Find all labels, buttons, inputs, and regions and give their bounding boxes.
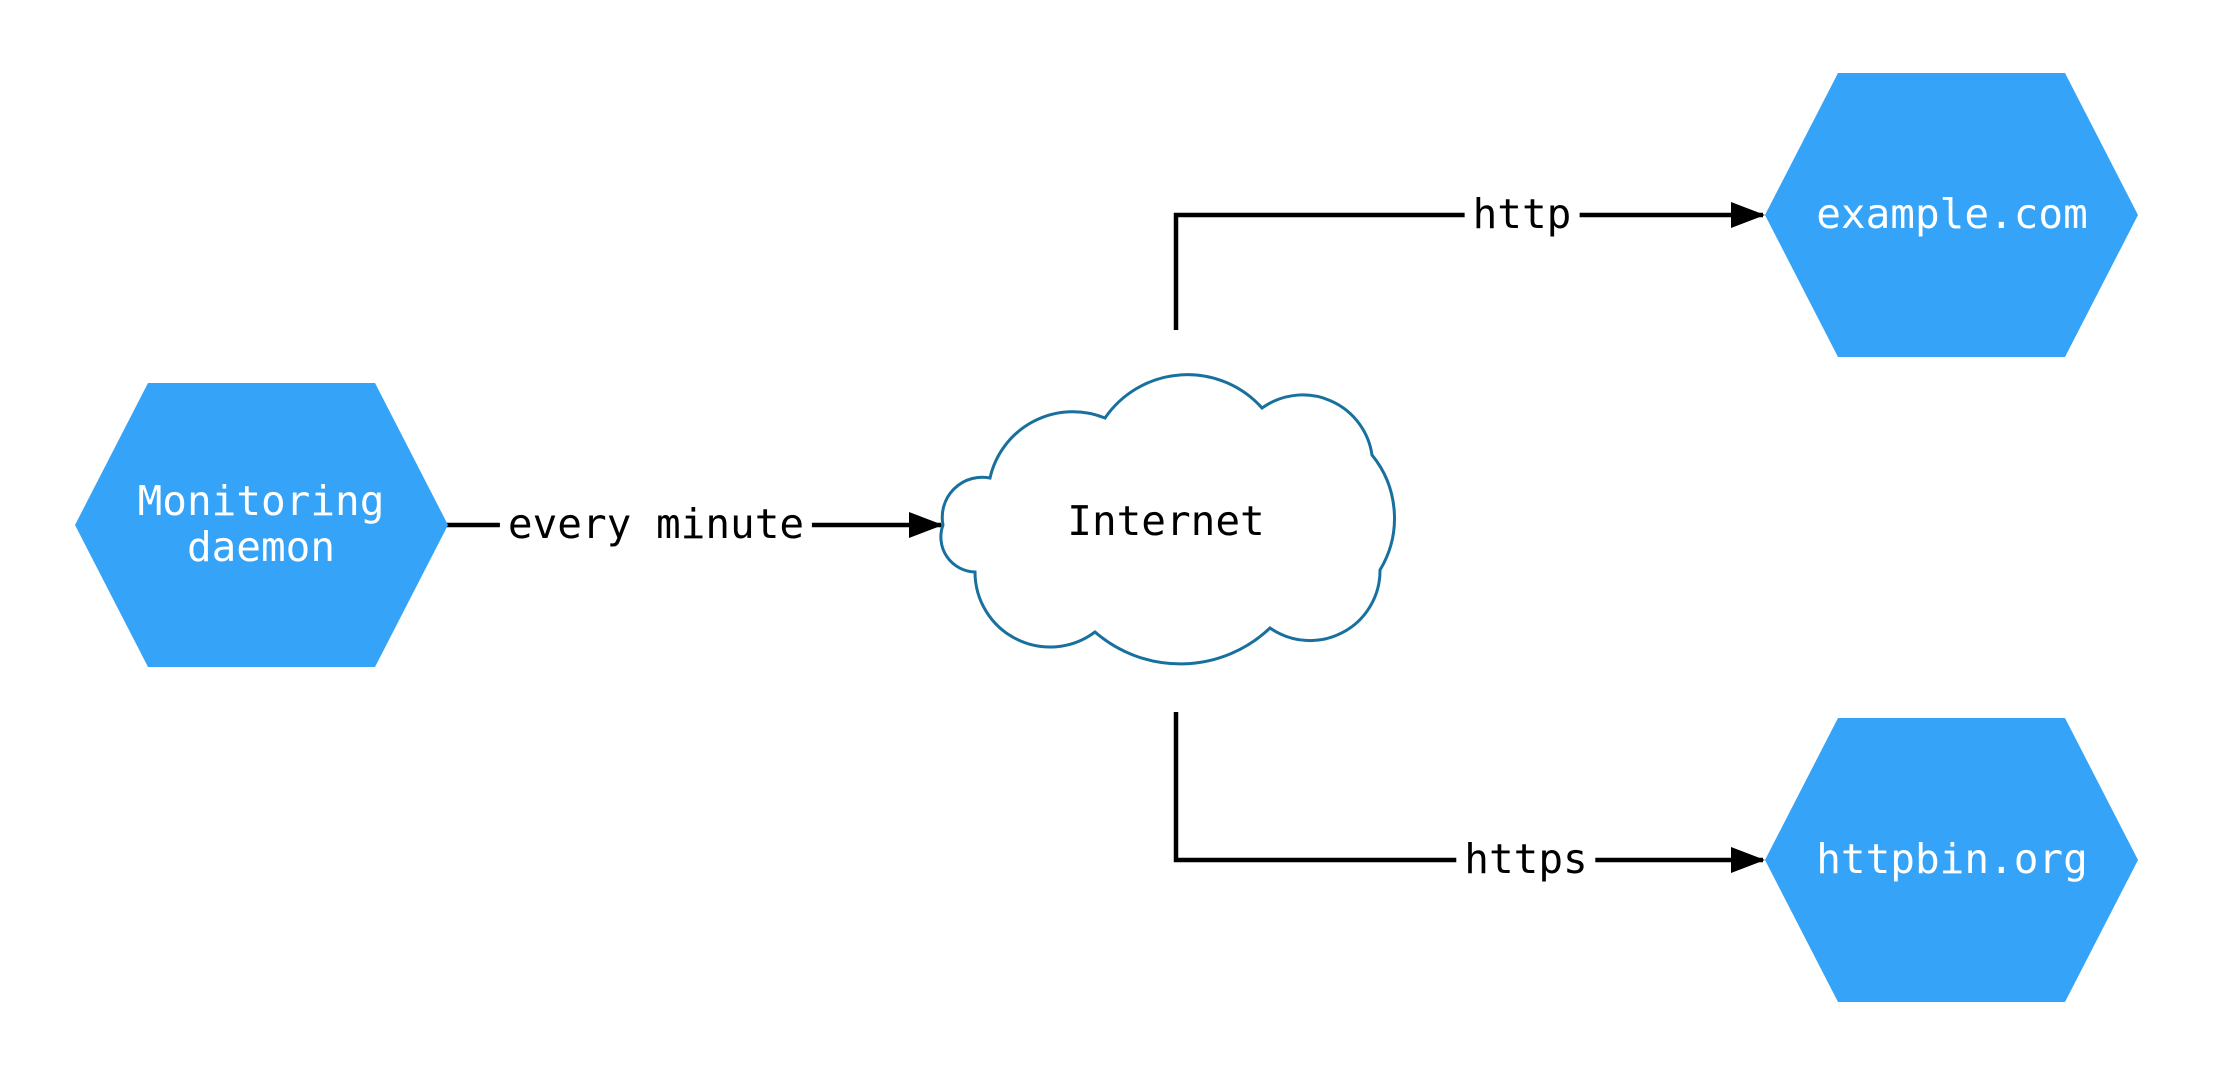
monitoring-daemon-hexagon <box>75 383 448 667</box>
httpbin-org-hexagon <box>1765 718 2138 1002</box>
internet-cloud <box>939 373 1396 666</box>
internet-label: Internet <box>1067 497 1265 546</box>
edge-https-arrowhead <box>1731 847 1765 873</box>
edge-every-minute-label: every minute <box>499 501 813 548</box>
example-com-hexagon <box>1765 73 2138 357</box>
edge-http-label: http <box>1464 191 1580 238</box>
example-com-label: example.com <box>1816 190 2088 239</box>
edge-https-label: https <box>1456 836 1596 883</box>
httpbin-org-label: httpbin.org <box>1816 835 2088 884</box>
edge-http-arrowhead <box>1731 202 1765 228</box>
monitoring-daemon-label: Monitoring daemon <box>137 477 385 571</box>
edge-every-minute-arrowhead <box>909 512 943 538</box>
